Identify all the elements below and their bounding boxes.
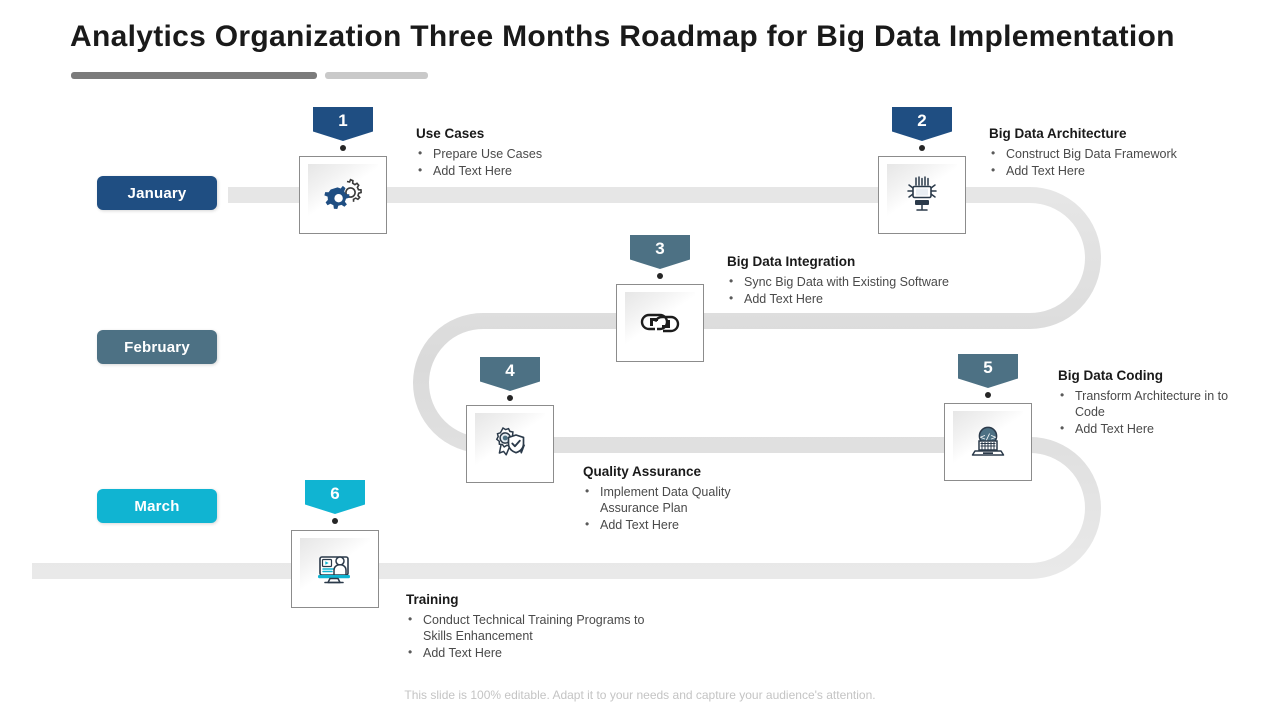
step-text-1: Use Cases Prepare Use Cases Add Text Her… bbox=[416, 126, 666, 180]
step-heading-2: Big Data Architecture bbox=[989, 126, 1127, 141]
step-heading-4: Quality Assurance bbox=[583, 464, 702, 479]
step-number-6: 6 bbox=[330, 484, 340, 503]
title-underline-light bbox=[325, 72, 428, 79]
step-icon-box-1 bbox=[299, 156, 387, 234]
gears-icon bbox=[308, 164, 378, 226]
list-item: Add Text Here bbox=[583, 516, 783, 533]
step-number-3: 3 bbox=[655, 239, 665, 258]
month-label-january: January bbox=[97, 176, 217, 210]
step-icon-box-6 bbox=[291, 530, 379, 608]
list-item: Implement Data Quality Assurance Plan bbox=[583, 483, 783, 516]
step-badge-4: 4 bbox=[480, 357, 540, 391]
step-connector-dot-1 bbox=[340, 145, 346, 151]
month-january-text: January bbox=[127, 184, 187, 202]
step-heading-5: Big Data Coding bbox=[1058, 368, 1163, 383]
step-icon-box-5: </> bbox=[944, 403, 1032, 481]
step-connector-dot-4 bbox=[507, 395, 513, 401]
step-text-3: Big Data Integration Sync Big Data with … bbox=[727, 254, 1007, 308]
month-march-text: March bbox=[134, 497, 180, 515]
step-connector-dot-6 bbox=[332, 518, 338, 524]
step-badge-3: 3 bbox=[630, 235, 690, 269]
step-heading-3: Big Data Integration bbox=[727, 254, 856, 269]
award-shield-check-icon bbox=[475, 413, 545, 475]
step-connector-dot-5 bbox=[985, 392, 991, 398]
list-item: Add Text Here bbox=[416, 162, 666, 179]
svg-text:</>: </> bbox=[980, 433, 997, 443]
title-underline-dark bbox=[71, 72, 317, 79]
step-icon-box-4 bbox=[466, 405, 554, 483]
step-badge-5: 5 bbox=[958, 354, 1018, 388]
monitor-presenter-icon bbox=[300, 538, 370, 600]
step-number-2: 2 bbox=[917, 111, 927, 130]
step-bullets-1: Prepare Use Cases Add Text Here bbox=[416, 145, 666, 179]
list-item: Add Text Here bbox=[1058, 420, 1248, 437]
page-title: Analytics Organization Three Months Road… bbox=[70, 20, 1175, 53]
step-connector-dot-2 bbox=[919, 145, 925, 151]
processor-chip-icon bbox=[887, 164, 957, 226]
step-text-6: Training Conduct Technical Training Prog… bbox=[406, 592, 676, 662]
step-heading-6: Training bbox=[406, 592, 459, 607]
step-bullets-2: Construct Big Data Framework Add Text He… bbox=[989, 145, 1249, 179]
step-text-2: Big Data Architecture Construct Big Data… bbox=[989, 126, 1249, 180]
step-heading-1: Use Cases bbox=[416, 126, 485, 141]
month-label-march: March bbox=[97, 489, 217, 523]
step-number-1: 1 bbox=[338, 111, 348, 130]
footer-note: This slide is 100% editable. Adapt it to… bbox=[404, 688, 876, 702]
month-label-february: February bbox=[97, 330, 217, 364]
step-badge-2: 2 bbox=[892, 107, 952, 141]
step-badge-6: 6 bbox=[305, 480, 365, 514]
list-item: Add Text Here bbox=[727, 290, 1007, 307]
step-bullets-6: Conduct Technical Training Programs to S… bbox=[406, 611, 676, 661]
step-icon-box-3 bbox=[616, 284, 704, 362]
list-item: Conduct Technical Training Programs to S… bbox=[406, 611, 676, 644]
list-item: Prepare Use Cases bbox=[416, 145, 666, 162]
step-badge-1: 1 bbox=[313, 107, 373, 141]
step-bullets-3: Sync Big Data with Existing Software Add… bbox=[727, 273, 1007, 307]
step-text-4: Quality Assurance Implement Data Quality… bbox=[583, 464, 783, 534]
step-number-4: 4 bbox=[505, 361, 515, 380]
laptop-code-icon: </> bbox=[953, 411, 1023, 473]
month-february-text: February bbox=[124, 338, 190, 356]
list-item: Sync Big Data with Existing Software bbox=[727, 273, 1007, 290]
step-bullets-4: Implement Data Quality Assurance Plan Ad… bbox=[583, 483, 783, 533]
step-connector-dot-3 bbox=[657, 273, 663, 279]
step-icon-box-2 bbox=[878, 156, 966, 234]
list-item: Add Text Here bbox=[406, 644, 676, 661]
list-item: Construct Big Data Framework bbox=[989, 145, 1249, 162]
list-item: Add Text Here bbox=[989, 162, 1249, 179]
step-text-5: Big Data Coding Transform Architecture i… bbox=[1058, 368, 1248, 438]
step-bullets-5: Transform Architecture in to Code Add Te… bbox=[1058, 387, 1248, 437]
list-item: Transform Architecture in to Code bbox=[1058, 387, 1248, 420]
chain-link-icon bbox=[625, 292, 695, 354]
step-number-5: 5 bbox=[983, 358, 993, 377]
